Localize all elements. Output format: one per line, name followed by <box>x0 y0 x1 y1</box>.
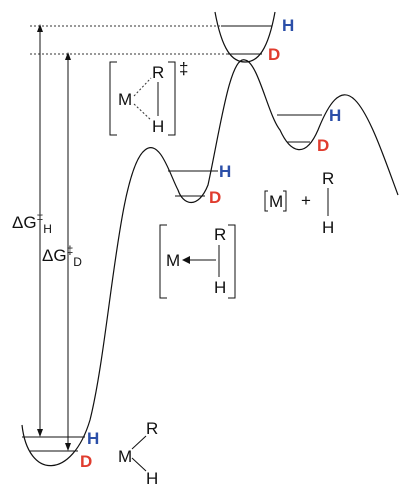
top-d-label: D <box>268 45 280 64</box>
sigma-arrowhead <box>182 256 190 264</box>
products-structure: M + R H <box>264 169 334 237</box>
ts-left-bracket <box>109 61 117 136</box>
bottom-d-label: D <box>80 452 92 471</box>
ts-r-label: R <box>152 63 164 82</box>
mid-d-label: D <box>209 188 221 207</box>
products-h-label: H <box>322 218 334 237</box>
right-d-label: D <box>317 136 329 155</box>
sigma-complex-structure: M R H <box>159 224 236 299</box>
energy-profile-curve <box>21 59 399 467</box>
transition-state-structure: R M H ‡ <box>109 59 188 136</box>
sigma-h-label: H <box>214 278 226 297</box>
dg-h-label: ΔG‡H <box>12 210 52 236</box>
ts-m-h-bond <box>133 103 152 121</box>
dg-d-arrowhead-bottom <box>65 443 71 451</box>
dg-h-arrowhead-top <box>37 24 43 32</box>
products-plus: + <box>301 191 311 210</box>
ts-right-bracket <box>168 61 176 136</box>
top-well-curve <box>214 11 276 63</box>
dg-h-arrowhead-bottom <box>37 429 43 437</box>
sigma-metal-label: M <box>166 251 180 270</box>
top-h-label: H <box>282 16 294 35</box>
dg-d-arrowhead-top <box>65 52 71 60</box>
reactant-m-r-bond <box>131 435 147 450</box>
ts-h-label: H <box>152 117 164 136</box>
ts-dagger: ‡ <box>179 59 188 78</box>
products-metal-label: M <box>269 192 283 211</box>
dg-d-label: ΔG‡D <box>42 243 82 269</box>
right-h-label: H <box>329 106 341 125</box>
reactant-metal-label: M <box>118 447 132 466</box>
sigma-left-bracket <box>159 224 167 299</box>
products-left-bracket <box>264 190 268 212</box>
mid-h-label: H <box>219 162 231 181</box>
ts-m-r-bond <box>133 77 152 97</box>
reactant-r-label: R <box>146 419 158 438</box>
products-right-bracket <box>283 190 287 212</box>
products-r-label: R <box>322 169 334 188</box>
reactant-m-h-bond <box>131 457 147 472</box>
reactant-structure: M R H <box>118 419 158 487</box>
bottom-h-label: H <box>87 429 99 448</box>
reactant-h-label: H <box>146 469 158 487</box>
sigma-right-bracket <box>228 224 236 299</box>
ts-metal-label: M <box>118 90 132 109</box>
sigma-r-label: R <box>214 225 226 244</box>
